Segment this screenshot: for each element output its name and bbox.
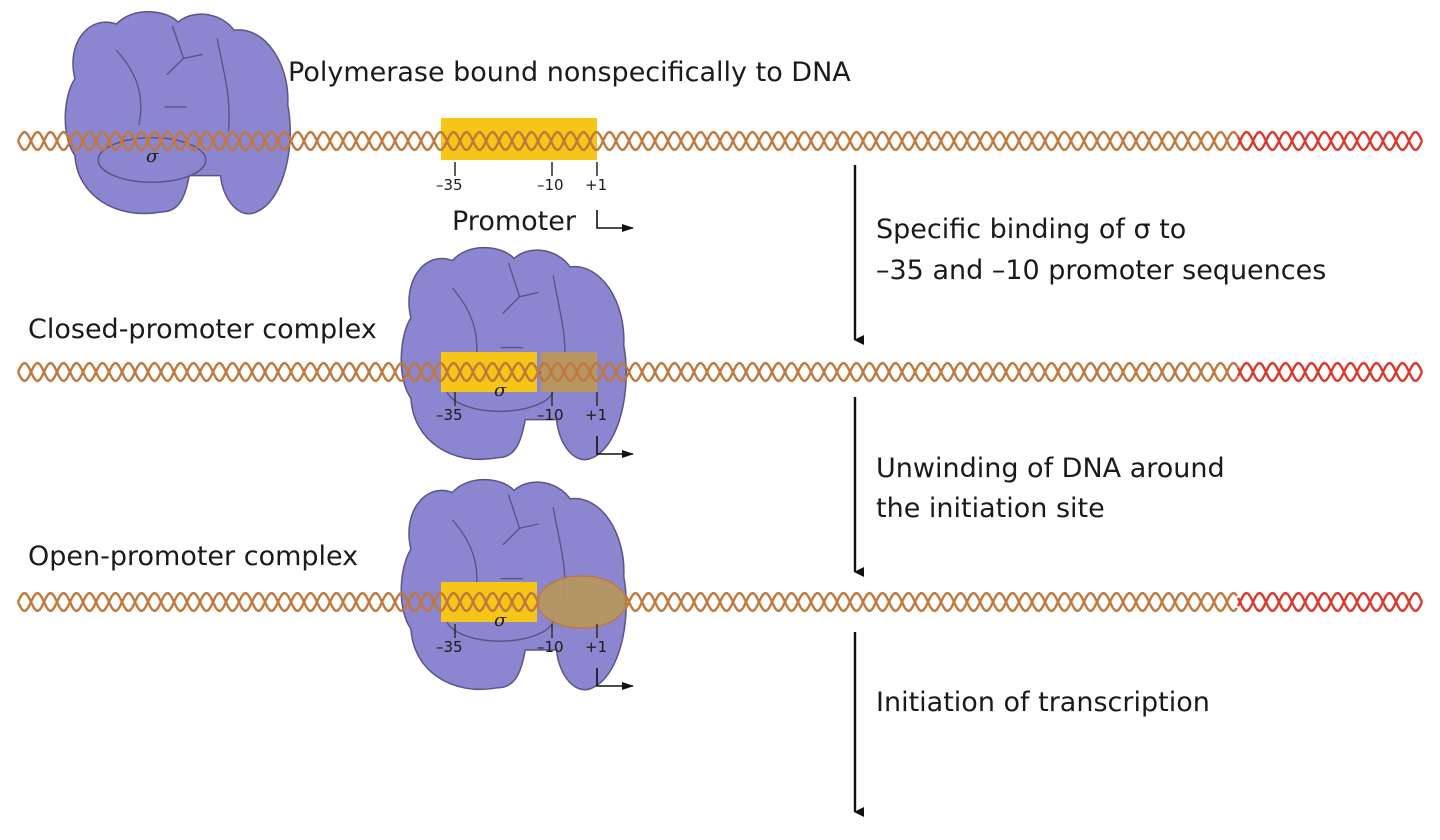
promoter-label: Promoter (452, 206, 576, 237)
open-bubble-row3 (537, 575, 627, 629)
dna-strand-b-row2-0 (16, 361, 1240, 383)
step1-line2: –35 and –10 promoter sequences (876, 255, 1327, 286)
plus1-label-row3: +1 (585, 638, 608, 656)
polymerase-cleft-row3 (502, 494, 539, 546)
dna-end-strand-b-row2-0 (1236, 361, 1424, 383)
closed-complex-label: Closed-promoter complex (28, 314, 377, 345)
dna-end-strand-b-row3-1 (1236, 591, 1424, 613)
nonspecific-binding-label: Polymerase bound nonspecifically to DNA (288, 57, 851, 88)
sigma-label-row1: σ (146, 146, 159, 167)
polymerase-groove-right-row1 (216, 38, 230, 132)
minus35-label-row3: –35 (436, 638, 463, 656)
step2-line1: Unwinding of DNA around (876, 453, 1225, 484)
minus10-label-row3: –10 (537, 638, 564, 656)
step1-line1: Specific binding of σ to (876, 214, 1187, 245)
minus35-box-row2 (441, 352, 537, 392)
step2-line2: the initiation site (876, 493, 1105, 524)
dna-end-strand-a-row2-0 (1236, 361, 1424, 383)
promoter-box-row1 (441, 118, 597, 160)
minus10-label-row2: –10 (537, 406, 564, 424)
polymerase-cleft-row1 (166, 25, 203, 76)
sigma-label-row2: σ (494, 380, 507, 401)
dna-end-strand-a-row3-1 (1236, 591, 1424, 613)
dna-helix-row2 (16, 361, 1424, 383)
dna-strand-b-row3-1 (623, 591, 1238, 613)
minus35-label-row1: –35 (436, 176, 463, 194)
dna-end-strand-a-row1-0 (1236, 130, 1424, 152)
polymerase-groove-left-row1 (115, 49, 142, 126)
sigma-label-row3: σ (494, 610, 507, 631)
plus1-label-row1: +1 (585, 176, 608, 194)
dna-strand-a-row3-1 (623, 591, 1238, 613)
transcription-start-arrow-row1 (596, 210, 634, 232)
step3-label: Initiation of transcription (876, 687, 1210, 718)
dna-strand-a-row1-0 (16, 130, 1240, 152)
dna-strand-b-row1-0 (16, 130, 1240, 152)
open-complex-label: Open-promoter complex (28, 541, 359, 572)
transcription-start-arrow-row3 (596, 668, 634, 690)
polymerase-cleft-row2 (502, 262, 539, 315)
minus10-label-row1: –10 (537, 176, 564, 194)
transcription-start-arrow-row2 (596, 436, 634, 458)
dna-strand-a-row2-0 (16, 361, 1240, 383)
plus1-label-row2: +1 (585, 406, 608, 424)
dna-helix-row1 (16, 130, 1424, 152)
dna-strand-a-row3-0 (16, 591, 542, 613)
dna-end-strand-b-row1-0 (1236, 130, 1424, 152)
minus35-box-row3 (441, 582, 537, 622)
dna-helix-row3 (16, 591, 1424, 613)
rna-polymerase-row1 (64, 11, 291, 215)
minus10-box-row2 (541, 352, 597, 392)
dna-strand-b-row3-0 (16, 591, 542, 613)
minus35-label-row2: –35 (436, 406, 463, 424)
